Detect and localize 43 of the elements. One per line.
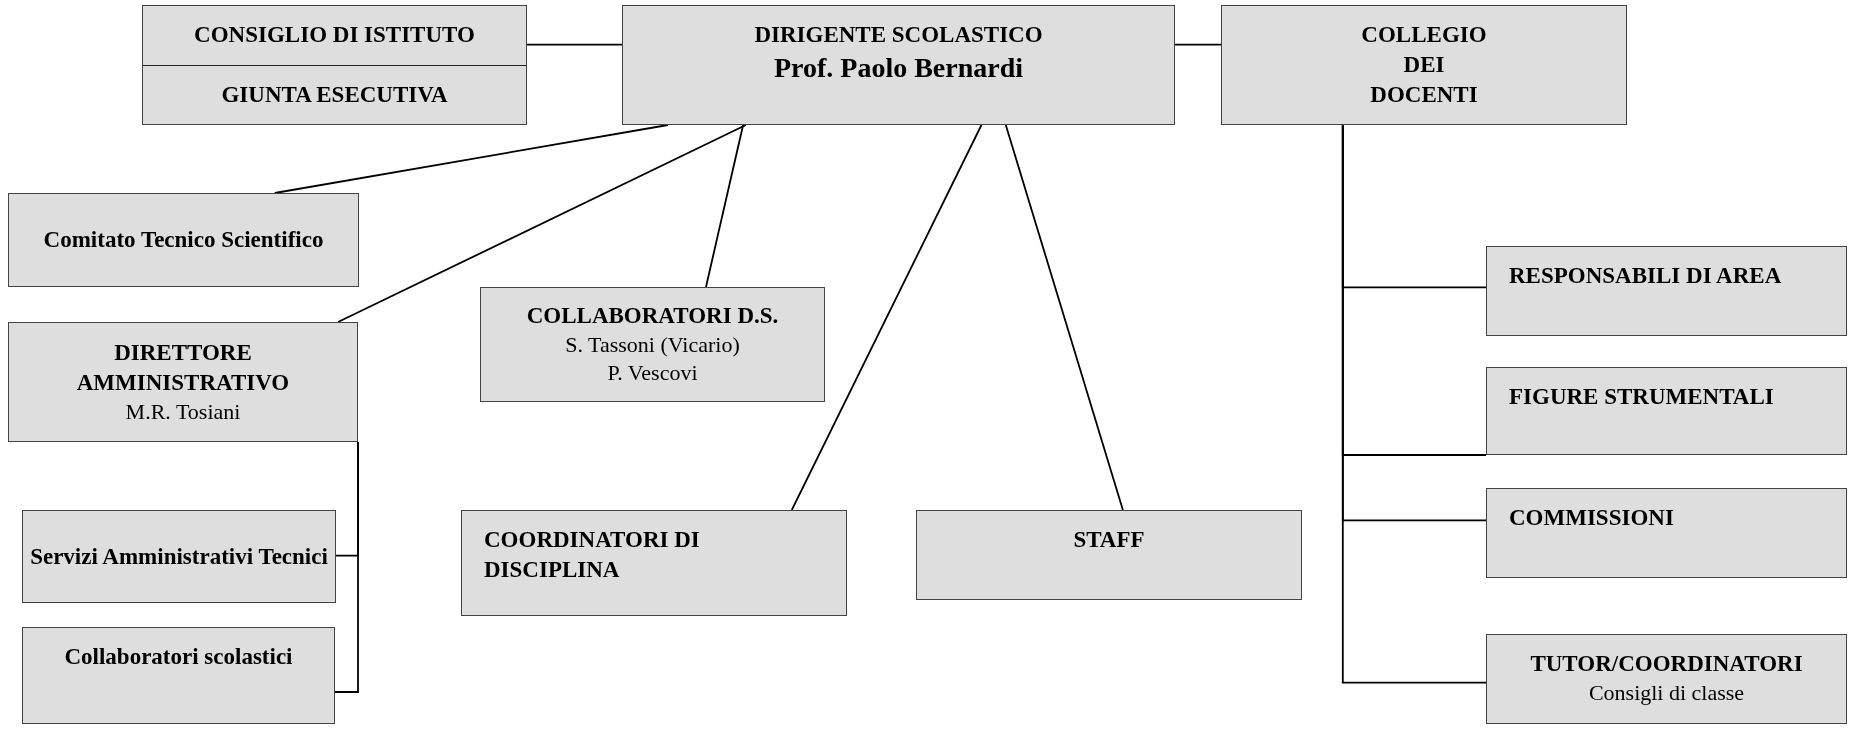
org-label: STAFF [1073, 526, 1145, 554]
org-box [480, 287, 825, 402]
connector-line [1004, 124, 1124, 511]
org-box [1486, 488, 1847, 578]
org-label: Prof. Paolo Bernardi [773, 50, 1024, 85]
org-label: GIUNTA ESECUTIVA [221, 80, 448, 109]
connector-line [1341, 124, 1487, 684]
org-box [1486, 246, 1847, 336]
org-box [22, 627, 335, 724]
org-label: TUTOR/COORDINATORI [1530, 650, 1803, 678]
org-box [8, 193, 359, 287]
org-label: COLLEGIO DEI DOCENTI [1360, 21, 1488, 109]
org-label: S. Tassoni (Vicario) [565, 330, 740, 359]
org-label: P. Vescovi [607, 359, 698, 388]
org-label: RESPONSABILI DI AREA [1509, 262, 1782, 290]
org-label: CONSIGLIO DI ISTITUTO [194, 21, 475, 50]
connector-line [1174, 43, 1222, 46]
org-label: Servizi Amministrativi Tecnici [30, 542, 328, 571]
org-box [622, 5, 1175, 125]
org-box [8, 322, 358, 442]
org-box [1221, 5, 1627, 125]
org-box [1486, 634, 1847, 724]
connector-line [526, 43, 623, 46]
connector-line [334, 441, 359, 693]
org-label: Comitato Tecnico Scientifico [43, 226, 324, 255]
org-label: COORDINATORI DI DISCIPLINA [484, 526, 701, 584]
org-label: FIGURE STRUMENTALI [1509, 383, 1774, 411]
connector-line [337, 124, 747, 323]
org-label: COLLABORATORI D.S. [526, 301, 779, 330]
org-label: DIRIGENTE SCOLASTICO [754, 21, 1043, 49]
org-label: Collaboratori scolastici [64, 643, 293, 671]
connector-line [273, 124, 669, 194]
org-box [22, 510, 336, 603]
org-box [461, 510, 847, 616]
org-label: Consigli di classe [1588, 678, 1745, 707]
org-box [1486, 367, 1847, 455]
connector-line [705, 124, 744, 288]
org-box [916, 510, 1302, 600]
connector-line [790, 124, 983, 511]
org-label: DIRETTORE AMMINISTRATIVO [75, 338, 291, 397]
org-box [142, 5, 527, 125]
org-label: M.R. Tosiani [125, 397, 241, 426]
org-label: COMMISSIONI [1509, 504, 1674, 532]
